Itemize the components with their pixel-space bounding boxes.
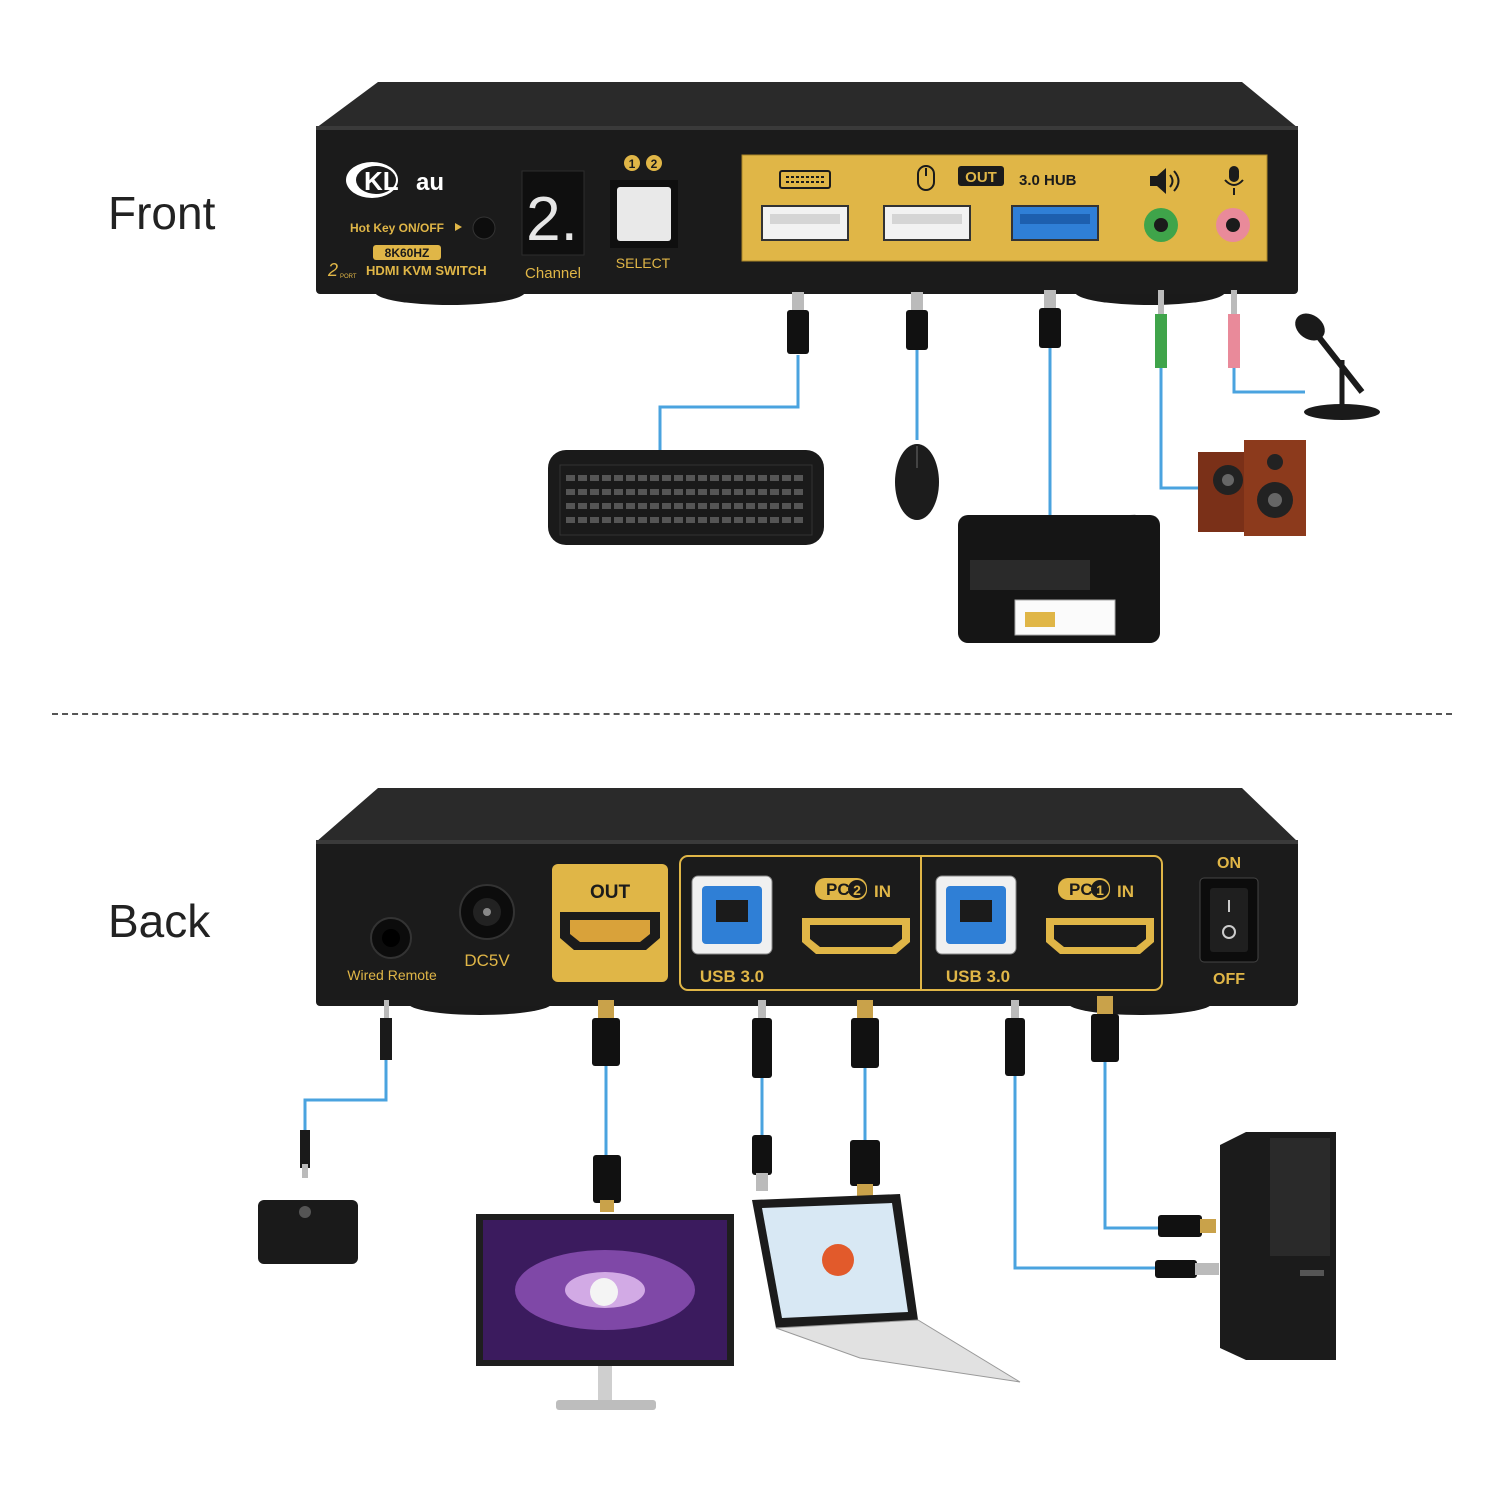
select-button[interactable]: [617, 187, 671, 241]
hdmi-in-pc1[interactable]: [1046, 918, 1154, 954]
select-num-1-bg: [624, 155, 640, 171]
usb-label-pc1: USB 3.0: [946, 967, 1010, 986]
pc1-in-label: IN: [1117, 882, 1134, 901]
front-cables: [658, 348, 1305, 515]
brand-logo: KL au: [346, 162, 444, 198]
monitor-device: [476, 1155, 734, 1410]
back-box-top: [316, 788, 1298, 842]
speakers-device: [1198, 440, 1306, 536]
speaker-icon: [1150, 168, 1180, 194]
hotkey-button[interactable]: [472, 216, 496, 240]
select-label: SELECT: [616, 255, 671, 271]
front-box-top: [316, 82, 1298, 128]
front-diagram: KL au Hot Key ON/OFF 8K60HZ 2 PORT HDMI …: [316, 82, 1380, 643]
badge-8k: [373, 245, 441, 260]
pc2-prefix: PC: [826, 880, 850, 899]
hdmi-out-port[interactable]: [560, 912, 660, 950]
model-prefix: 2: [327, 260, 338, 280]
back-section-label: Back: [108, 895, 211, 947]
mouse-icon: [917, 165, 935, 191]
out-badge: [958, 166, 1004, 186]
laptop-device: [752, 1135, 1021, 1383]
mouse-device: [895, 444, 939, 520]
wired-remote-label: Wired Remote: [347, 967, 437, 983]
out-label: OUT: [965, 169, 997, 186]
keyboard-device: [548, 450, 824, 545]
model-prefix-small: PORT: [340, 274, 357, 280]
printer-device: [958, 514, 1160, 643]
usb3-hub-port[interactable]: [1011, 205, 1099, 241]
pc1-prefix: PC: [1069, 880, 1093, 899]
microphone-device: [1295, 313, 1380, 420]
pc-hdmi-cable: [1103, 1060, 1160, 1230]
power-switch[interactable]: [1199, 877, 1259, 963]
dc-power-jack[interactable]: [459, 884, 515, 940]
dc-label: DC5V: [464, 951, 510, 970]
usb-label-pc2: USB 3.0: [700, 967, 764, 986]
back-plugs: [380, 996, 1119, 1078]
speaker-cable: [1159, 368, 1203, 490]
select-num-2: 2: [651, 157, 658, 171]
usb-port-mouse[interactable]: [883, 205, 971, 241]
hdmi-in-pc2[interactable]: [802, 918, 910, 954]
pc2-in-label: IN: [874, 882, 891, 901]
power-off-label: OFF: [1213, 971, 1245, 988]
channel-display: [521, 170, 585, 256]
pc1-number: 1: [1096, 882, 1104, 898]
microphone-icon: [1224, 166, 1244, 195]
desktop-pc-device: [1155, 1132, 1336, 1360]
keyboard-cable: [658, 355, 800, 450]
select-num-1: 1: [629, 157, 636, 171]
remote-cable: [303, 1060, 388, 1135]
mic-in-jack[interactable]: [1216, 208, 1250, 242]
model-text: HDMI KVM SWITCH: [366, 263, 487, 278]
usb-b-port-pc1[interactable]: [935, 875, 1017, 955]
channel-digit: 2.: [526, 185, 578, 254]
section-divider: [52, 713, 1452, 715]
hub-label: 3.0 HUB: [1019, 172, 1077, 189]
badge-8k-text: 8K60HZ: [385, 246, 430, 260]
logo-suffix: au: [416, 169, 444, 196]
keyboard-icon: [779, 170, 831, 189]
audio-out-jack[interactable]: [1144, 208, 1178, 242]
logo-letters: KL: [364, 166, 399, 196]
power-on-label: ON: [1217, 855, 1241, 872]
hdmi-out-label: OUT: [590, 882, 631, 903]
usb-b-port-pc2[interactable]: [691, 875, 773, 955]
wired-remote-device: [258, 1130, 358, 1264]
hotkey-label: Hot Key ON/OFF: [350, 221, 444, 235]
back-diagram: Wired Remote DC5V OUT USB 3.0 PC 2 IN US…: [258, 788, 1336, 1410]
mic-cable: [1232, 368, 1305, 394]
select-num-2-bg: [646, 155, 662, 171]
usb-port-keyboard[interactable]: [761, 205, 849, 241]
wired-remote-jack[interactable]: [370, 917, 412, 959]
pc-usb-cable: [1013, 1075, 1155, 1270]
back-cables: [303, 1060, 1160, 1270]
hotkey-arrow-icon: [455, 223, 462, 231]
front-plugs: [787, 290, 1240, 368]
pc2-number: 2: [853, 882, 861, 898]
channel-label: Channel: [525, 265, 581, 282]
front-section-label: Front: [108, 187, 216, 239]
